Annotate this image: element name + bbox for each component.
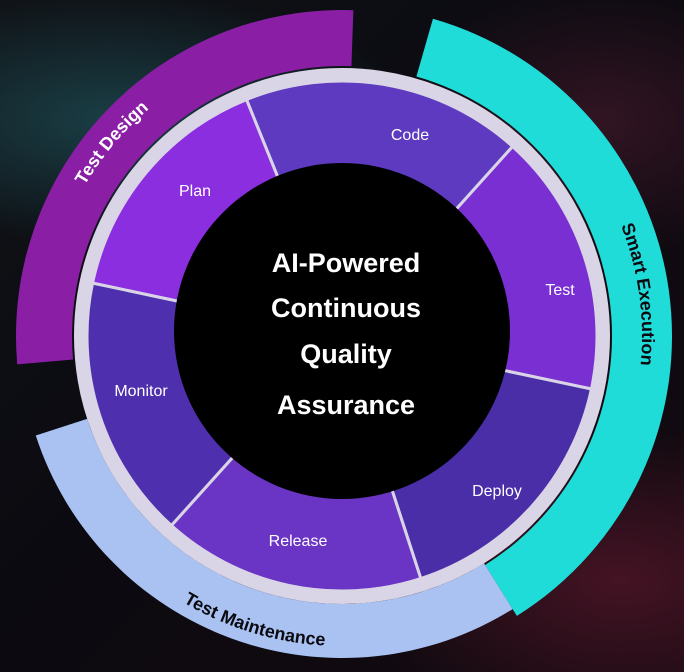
stage-label-plan: Plan	[179, 183, 211, 200]
center-title-line-2: Continuous	[271, 293, 421, 323]
stage-label-monitor: Monitor	[114, 383, 168, 400]
stage-label-release: Release	[269, 533, 328, 550]
stage-label-deploy: Deploy	[472, 483, 522, 500]
band-smart-execution	[416, 18, 673, 616]
stage-label-test: Test	[545, 282, 575, 299]
stage-label-code: Code	[391, 127, 429, 144]
band-test-maintenance	[35, 418, 513, 658]
stage-segments	[85, 79, 599, 593]
center-disc	[174, 163, 510, 499]
ring-outline	[74, 68, 610, 604]
center-title-line-3: Quality	[300, 339, 392, 369]
center-title-line-4: Assurance	[277, 390, 415, 420]
band-test-design	[15, 10, 354, 365]
center-title-line-1: AI-Powered	[272, 248, 421, 278]
